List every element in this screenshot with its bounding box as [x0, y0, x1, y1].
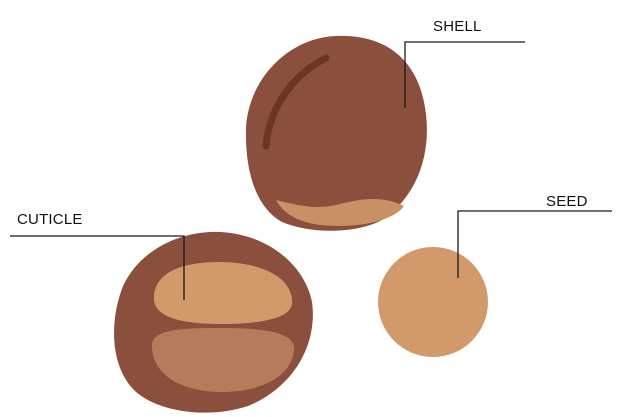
seed-circle [378, 247, 488, 357]
seed-kernel [378, 247, 488, 357]
chestnut-cross-section [114, 232, 313, 413]
seed-label: SEED [546, 193, 588, 210]
shell-label: SHELL [433, 18, 482, 35]
seed-leader-line [458, 211, 612, 278]
whole-chestnut [246, 36, 427, 231]
shell-body [246, 36, 427, 231]
cuticle-label: CUTICLE [17, 211, 83, 228]
